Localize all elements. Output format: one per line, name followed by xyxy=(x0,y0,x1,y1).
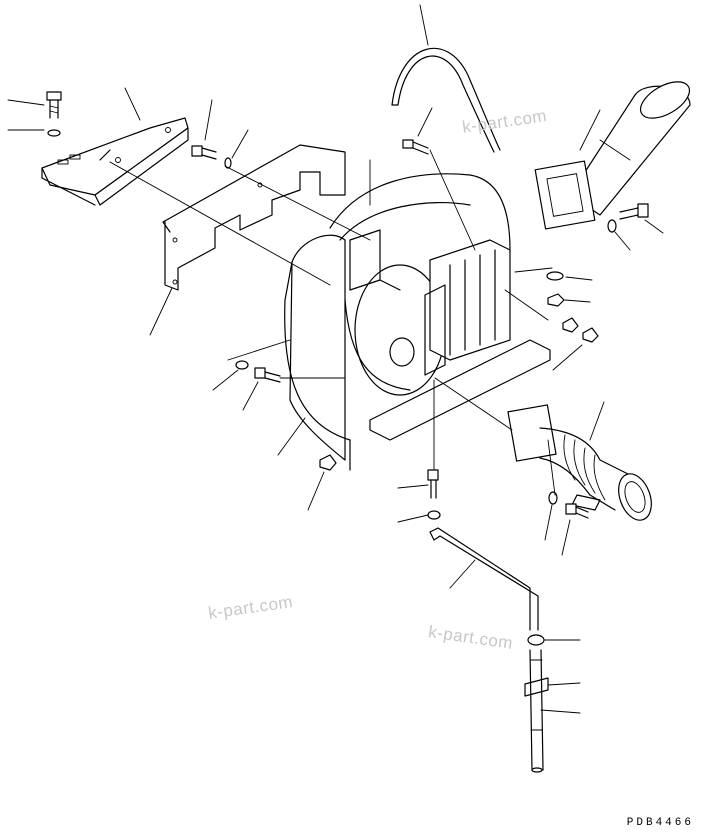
bolt-duct-right xyxy=(607,203,649,233)
nut-lower-left xyxy=(319,454,337,471)
breather-tube xyxy=(391,47,501,153)
drawing-code: PDB4466 xyxy=(626,817,694,829)
hose-clip xyxy=(524,677,549,697)
bolt-center-top xyxy=(402,139,429,155)
mounting-bracket xyxy=(41,117,189,206)
washer-lower-right xyxy=(548,491,558,505)
leader-lines xyxy=(7,4,664,714)
upper-air-duct xyxy=(534,81,691,230)
nut-right-lower xyxy=(562,317,579,333)
assembly-guide-lines xyxy=(109,149,556,496)
frame-plate xyxy=(162,144,346,291)
washer-top-left xyxy=(47,129,61,137)
nut-right-lower-2 xyxy=(582,327,599,343)
bolt-top-left xyxy=(46,91,62,119)
washer-left xyxy=(235,360,249,370)
drain-pipe xyxy=(429,527,539,631)
bolt-lower-right xyxy=(565,503,589,519)
drain-hose xyxy=(529,649,544,773)
hose-clamp xyxy=(527,634,545,646)
lower-elbow-duct xyxy=(507,404,652,521)
drain-valve xyxy=(427,469,441,520)
bolt-left xyxy=(254,367,281,383)
nut-right xyxy=(547,293,565,307)
radiator-core xyxy=(369,239,551,441)
washer-right xyxy=(546,271,564,281)
bolt-bracket-right xyxy=(191,145,232,169)
